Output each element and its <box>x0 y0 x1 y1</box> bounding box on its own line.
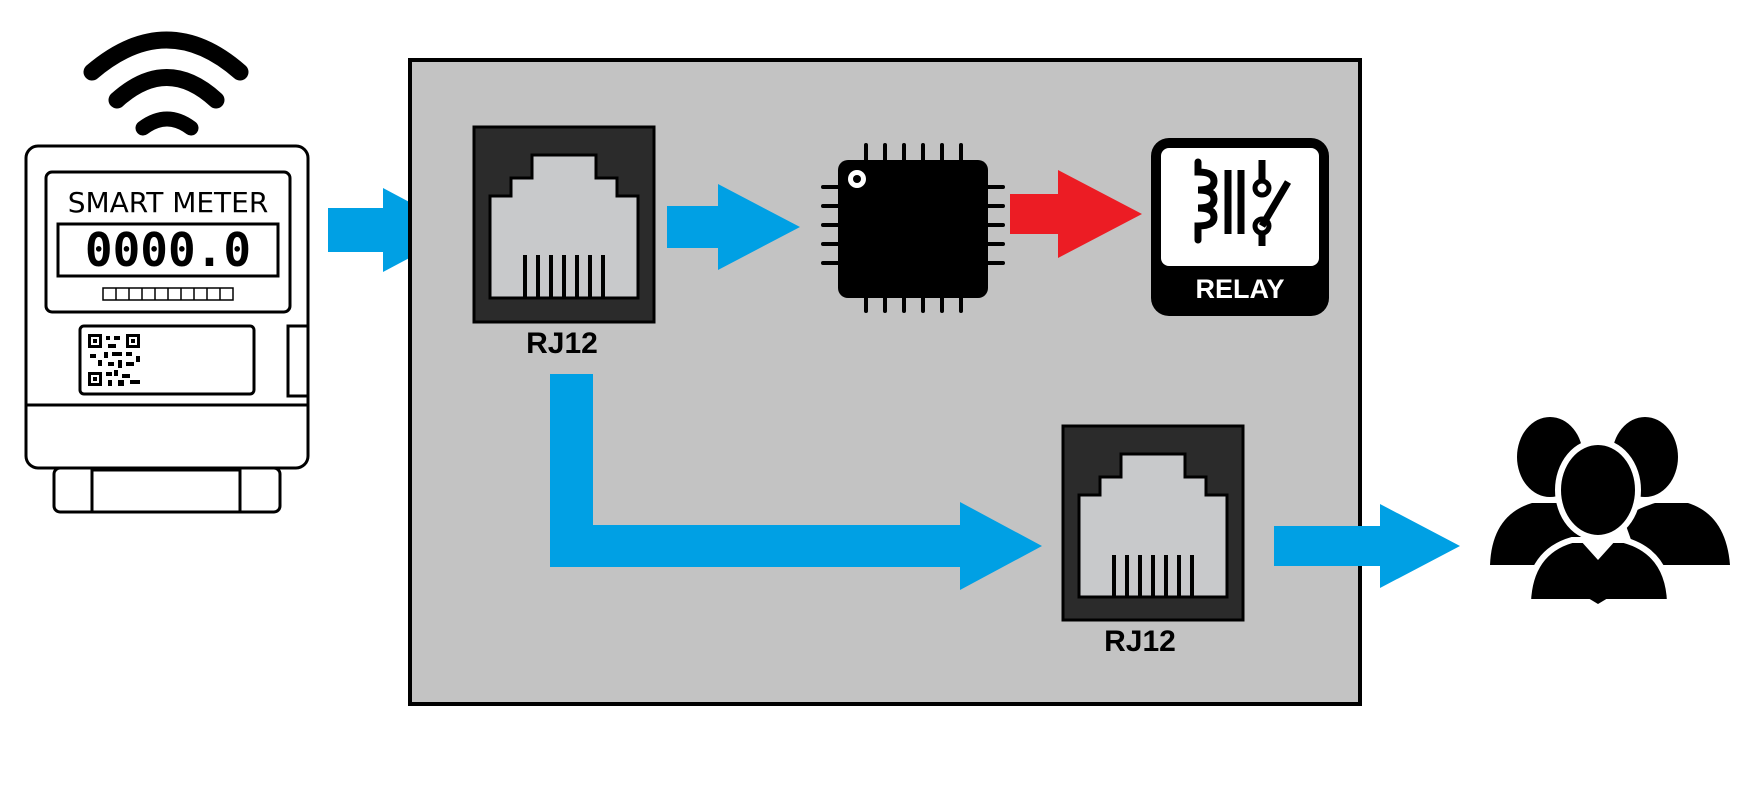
rj12-jack-out: RJ12 <box>1061 424 1245 658</box>
relay-icon <box>1151 138 1329 316</box>
meter-title: SMART METER <box>68 186 269 219</box>
rj12-out-label: RJ12 <box>1104 625 1176 658</box>
relay-module: RELAY <box>1151 138 1329 316</box>
rj12-jack-in: RJ12 <box>472 125 656 360</box>
data-arrow-rj12-to-mcu <box>667 184 800 270</box>
user-group-icon <box>1490 417 1730 605</box>
data-arrow-rj12-to-users <box>1274 504 1460 588</box>
wifi-icon <box>83 31 249 136</box>
rj12-jack-icon <box>472 125 656 324</box>
meter-reading: 0000.0 <box>85 223 251 277</box>
data-arrow-meter-to-rj12 <box>328 188 462 272</box>
rj12-jack-icon <box>1061 424 1245 622</box>
qr-code-icon <box>88 334 140 386</box>
smart-meter: SMART METER 0000.0 <box>24 31 310 514</box>
microcontroller-chip-icon <box>821 143 1005 313</box>
rj12-in-label: RJ12 <box>526 327 598 360</box>
data-arrow-rj12-passthrough <box>550 374 1042 590</box>
relay-label: RELAY <box>1195 274 1284 304</box>
control-arrow-mcu-to-relay <box>1010 170 1142 258</box>
